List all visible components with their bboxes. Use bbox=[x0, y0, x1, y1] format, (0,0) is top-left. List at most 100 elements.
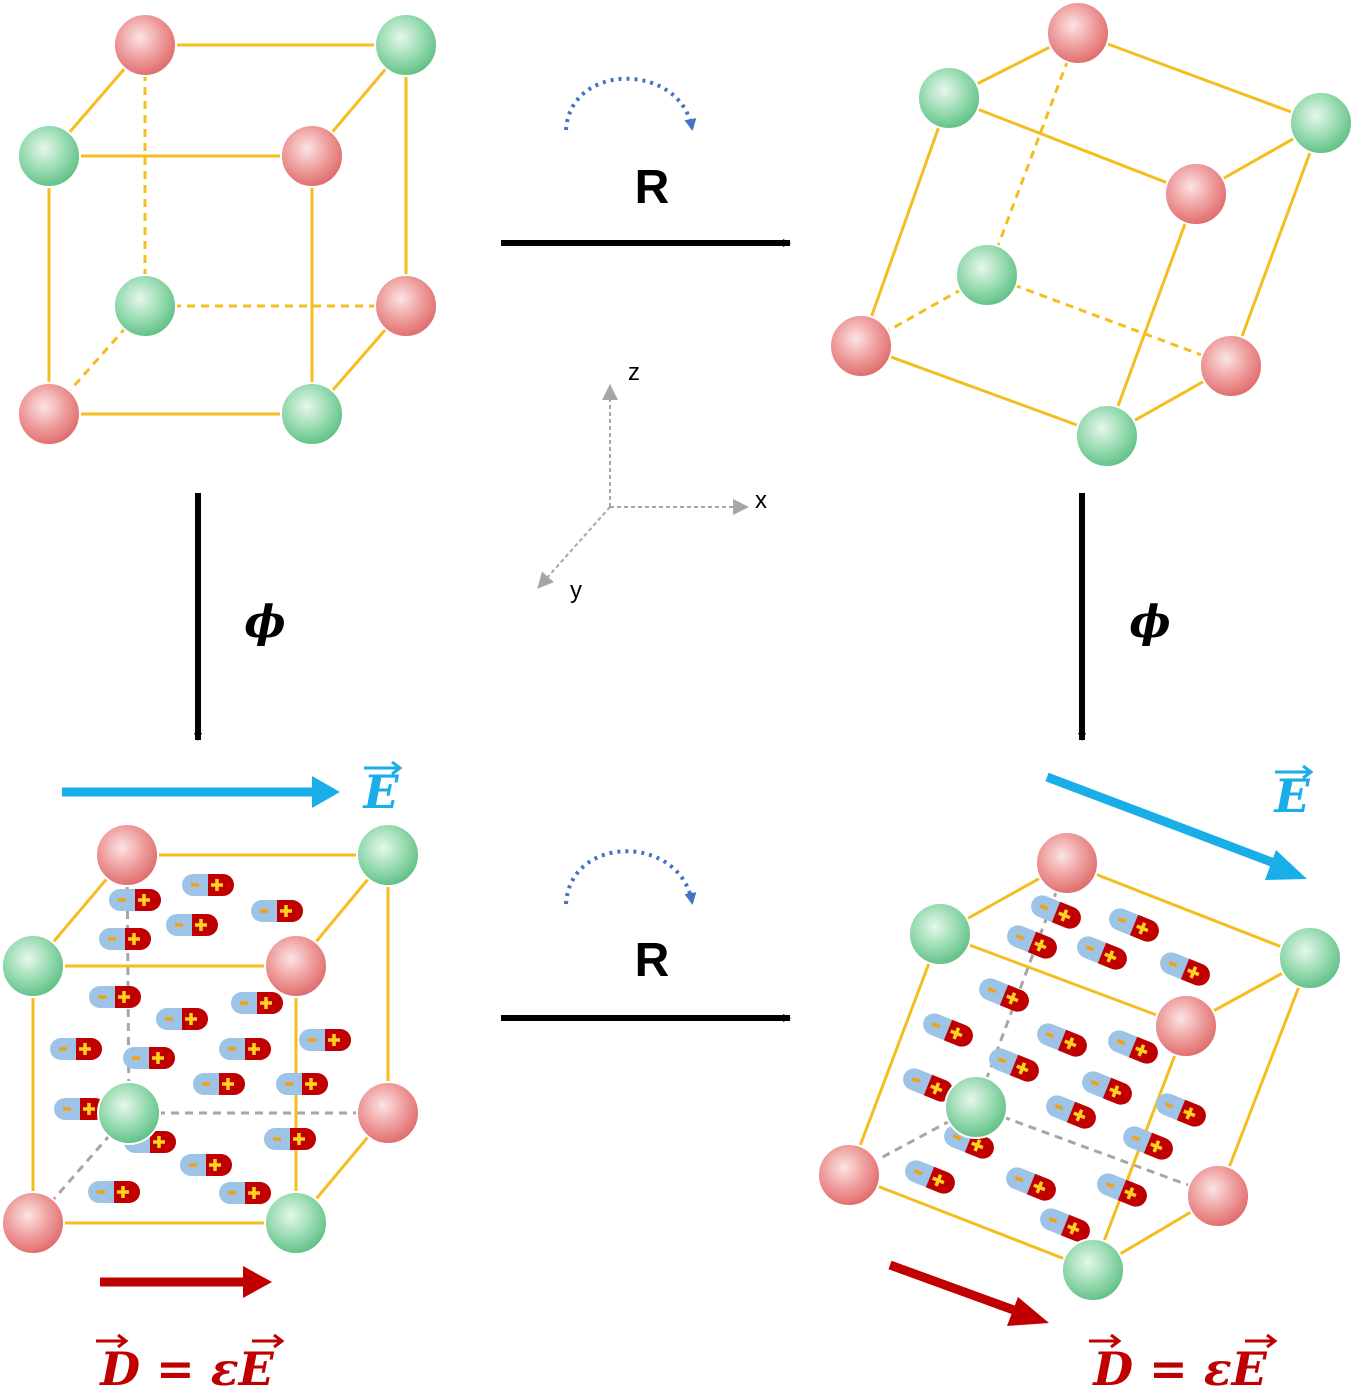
atom-red bbox=[1154, 994, 1218, 1058]
edge bbox=[1066, 861, 1311, 960]
edge bbox=[859, 97, 951, 347]
dipole bbox=[1097, 1173, 1147, 1207]
edge bbox=[847, 933, 942, 1176]
atom-red bbox=[280, 124, 344, 188]
mapping-label: ϕ bbox=[244, 597, 285, 648]
atom-green bbox=[1075, 404, 1139, 468]
dipole bbox=[219, 1038, 271, 1060]
atom-red bbox=[17, 382, 81, 446]
displacement-label: D = εE bbox=[1089, 1333, 1278, 1389]
electric-field-arrowhead bbox=[1265, 850, 1307, 880]
atom-red bbox=[95, 823, 159, 887]
dipole bbox=[979, 978, 1029, 1012]
cube-bottom-right bbox=[817, 831, 1342, 1302]
atom-red bbox=[829, 314, 893, 378]
hidden-edge bbox=[47, 305, 147, 415]
rotation-label: R bbox=[635, 934, 670, 987]
electric-field-label: E bbox=[361, 760, 403, 819]
dipole bbox=[193, 1073, 245, 1095]
svg-text:D = εE: D = εE bbox=[98, 1342, 274, 1389]
atom-red bbox=[1, 1191, 65, 1255]
atom-green bbox=[1, 934, 65, 998]
axis-y-label: y bbox=[570, 577, 582, 604]
dipole bbox=[903, 1068, 953, 1102]
axis-triad: z x y bbox=[537, 359, 767, 604]
dipole bbox=[276, 1073, 328, 1095]
dipole bbox=[1077, 936, 1127, 970]
atom-green bbox=[917, 66, 981, 130]
hidden-edge bbox=[985, 32, 1080, 276]
mapping-right: ϕ bbox=[1078, 493, 1171, 741]
dipole bbox=[923, 1013, 973, 1047]
dipole bbox=[1160, 952, 1210, 986]
dipole bbox=[299, 1029, 351, 1051]
atom-green bbox=[374, 13, 438, 77]
hidden-edge bbox=[975, 1105, 1219, 1198]
dipole bbox=[89, 986, 141, 1008]
dipole bbox=[231, 992, 283, 1014]
rotation-label: R bbox=[635, 161, 670, 214]
dipole bbox=[1108, 1030, 1158, 1064]
edge bbox=[860, 344, 1108, 438]
atom-green bbox=[944, 1075, 1008, 1139]
rotation-hint-arrow bbox=[564, 849, 697, 905]
cube-top-left bbox=[17, 13, 438, 446]
dipole bbox=[1046, 1095, 1096, 1129]
dipole bbox=[1082, 1071, 1132, 1105]
dipole bbox=[50, 1038, 102, 1060]
field-left: E bbox=[62, 760, 403, 819]
displacement-left: D = εE bbox=[96, 1266, 285, 1389]
mapping-left: ϕ bbox=[194, 493, 286, 741]
atom-green bbox=[1278, 926, 1342, 990]
svg-text:D = εE: D = εE bbox=[1091, 1342, 1267, 1389]
atom-green bbox=[356, 823, 420, 887]
axis-z-label: z bbox=[628, 359, 640, 386]
dipole bbox=[251, 900, 303, 922]
hidden-edge bbox=[848, 1105, 977, 1177]
dipole bbox=[1109, 908, 1159, 942]
edge bbox=[948, 96, 1197, 196]
displacement-right: D = εE bbox=[888, 1260, 1278, 1389]
hidden-edge bbox=[860, 273, 988, 348]
atom-red bbox=[817, 1143, 881, 1207]
dipole bbox=[123, 1047, 175, 1069]
displacement-label: D = εE bbox=[96, 1333, 285, 1389]
dipole bbox=[1156, 1093, 1206, 1127]
atom-red bbox=[1186, 1164, 1250, 1228]
dipole bbox=[88, 1181, 140, 1203]
dipole bbox=[1040, 1208, 1090, 1242]
atom-red bbox=[1046, 1, 1110, 65]
atom-green bbox=[97, 1081, 161, 1145]
edge bbox=[1229, 122, 1323, 367]
dipole bbox=[219, 1182, 271, 1204]
displacement-arrowhead bbox=[243, 1266, 272, 1298]
rotation-bottom: R bbox=[501, 849, 791, 1022]
electric-field-label: E bbox=[1272, 764, 1314, 823]
atom-green bbox=[17, 124, 81, 188]
displacement-arrowhead bbox=[1007, 1297, 1049, 1326]
dipole bbox=[1123, 1126, 1173, 1160]
atom-green bbox=[908, 902, 972, 966]
atom-green bbox=[955, 243, 1019, 307]
field-right: E bbox=[1045, 764, 1314, 880]
dipole bbox=[99, 928, 151, 950]
atom-red bbox=[374, 274, 438, 338]
rotation-hint-arrow bbox=[564, 76, 697, 131]
hidden-edge bbox=[986, 273, 1232, 368]
atom-green bbox=[1289, 91, 1353, 155]
atom-red bbox=[356, 1081, 420, 1145]
cube-bottom-left bbox=[1, 823, 420, 1255]
rotation-top: R bbox=[501, 76, 791, 247]
dipole bbox=[1007, 925, 1057, 959]
atom-red bbox=[1164, 162, 1228, 226]
atom-green bbox=[280, 382, 344, 446]
edge bbox=[1216, 957, 1312, 1197]
atom-green bbox=[1061, 1238, 1125, 1302]
electric-field-arrowhead bbox=[312, 776, 340, 808]
atom-green bbox=[264, 1191, 328, 1255]
dipole bbox=[182, 874, 234, 896]
dipole bbox=[109, 889, 161, 911]
dipole bbox=[1037, 1023, 1087, 1057]
axis-y bbox=[537, 506, 611, 589]
edge bbox=[1077, 31, 1322, 125]
